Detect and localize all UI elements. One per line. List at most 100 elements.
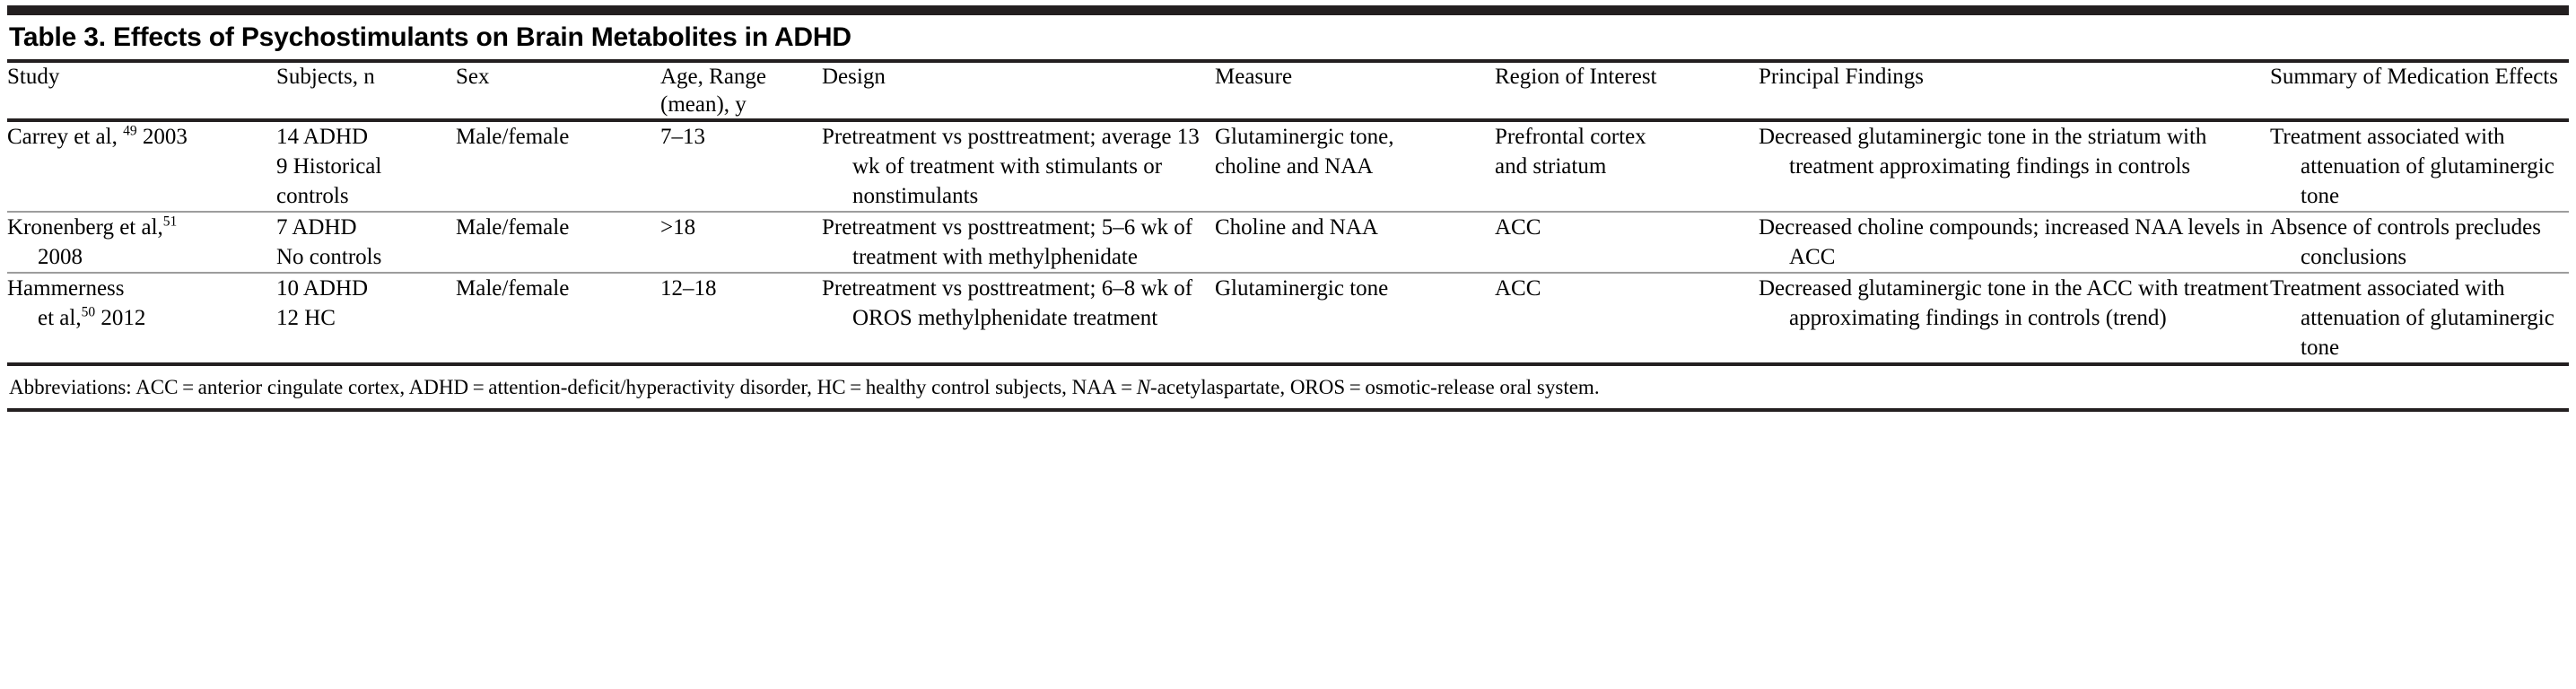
column-header-summary-label: Summary of Medication Effects xyxy=(2270,65,2558,89)
column-header-design-label: Design xyxy=(822,65,886,89)
cell-sex: Male/female xyxy=(456,120,660,213)
design-line: 6–8 wk of OROS xyxy=(852,276,1193,330)
findings-line: Decreased choline compounds; xyxy=(1759,215,2039,240)
summary-line: attenuation of glutaminergic xyxy=(2301,154,2554,179)
cell-subjects: 14 ADHD 9 Historical controls xyxy=(276,120,456,213)
table-top-rule xyxy=(7,5,2569,15)
cell-age: 7–13 xyxy=(660,120,822,213)
column-header-design: Design xyxy=(822,63,1215,122)
column-header-subjects: Subjects, n xyxy=(276,63,456,122)
summary-line: tone xyxy=(2301,184,2340,208)
column-header-summary-of-medication-effects: Summary of Medication Effects xyxy=(2270,63,2569,122)
column-header-subjects-label: Subjects, n xyxy=(276,65,375,89)
age-value: >18 xyxy=(660,215,696,240)
column-header-region-of-interest: Region of Interest xyxy=(1495,63,1759,122)
column-header-sex-label: Sex xyxy=(456,65,490,89)
footnote-text-part1: ACC = anterior cingulate cortex, ADHD = … xyxy=(135,376,1137,398)
findings-text: Decreased choline compounds; increased N… xyxy=(1759,213,2270,272)
column-header-principal-findings: Principal Findings xyxy=(1759,63,2270,122)
footnote-italic-N: N xyxy=(1136,376,1151,398)
subjects-line: 7 ADHD xyxy=(276,215,357,240)
findings-line: Decreased glutaminergic tone xyxy=(1759,276,2027,301)
findings-line: approximating findings in controls xyxy=(1789,306,2100,330)
cell-measure: Glutaminergic tone xyxy=(1215,273,1495,366)
design-line: Pretreatment vs xyxy=(822,125,963,149)
study-author: Hammerness xyxy=(7,276,125,301)
design-line: with methylphenidate xyxy=(942,245,1138,269)
findings-text: Decreased glutaminergic tone in the ACC … xyxy=(1759,274,2270,333)
summary-line: Absence of controls precludes xyxy=(2270,215,2541,240)
subjects-line: 9 Historical xyxy=(276,154,382,179)
cell-design: Pretreatment vs posttreatment; average 1… xyxy=(822,120,1215,213)
measure-line: choline and NAA xyxy=(1215,154,1374,179)
cell-principal-findings: Decreased choline compounds; increased N… xyxy=(1759,212,2270,274)
cell-sex: Male/female xyxy=(456,273,660,366)
study-year: 2012 xyxy=(95,306,146,330)
design-line: Pretreatment vs xyxy=(822,215,963,240)
summary-text: Treatment associated with attenuation of… xyxy=(2270,274,2569,362)
table-body: Carrey et al, 49 2003 14 ADHD 9 Historic… xyxy=(7,120,2569,366)
cell-summary: Treatment associated with attenuation of… xyxy=(2270,120,2569,213)
cell-measure: Glutaminergic tone, choline and NAA xyxy=(1215,120,1495,213)
cell-study: Hammerness et al,50 2012 xyxy=(7,273,276,366)
roi-line: ACC xyxy=(1495,276,1541,301)
table-row: Kronenberg et al,51 2008 7 ADHD No contr… xyxy=(7,212,2569,274)
cell-study: Carrey et al, 49 2003 xyxy=(7,120,276,213)
study-citation: et al,50 2012 xyxy=(7,303,276,333)
age-value: 12–18 xyxy=(660,276,717,301)
design-line: 5–6 wk of treatment xyxy=(852,215,1193,269)
column-header-age: Age, Range (mean), y xyxy=(660,63,822,122)
column-header-measure: Measure xyxy=(1215,63,1495,122)
footnote-label: Abbreviations: xyxy=(9,376,136,398)
subjects-line: 12 HC xyxy=(276,306,336,330)
measure-line: Choline and NAA xyxy=(1215,215,1378,240)
design-line: posttreatment; xyxy=(967,276,1096,301)
column-header-age-line1: Age, Range xyxy=(660,65,767,89)
cell-study: Kronenberg et al,51 2008 xyxy=(7,212,276,274)
table-row: Hammerness et al,50 2012 10 ADHD 12 HC M… xyxy=(7,273,2569,366)
summary-line: attenuation of glutaminergic xyxy=(2301,306,2554,330)
study-reference-marker: 50 xyxy=(81,304,96,320)
findings-line: approximating findings in controls xyxy=(1879,154,2191,179)
footnote-text-part2: -acetylaspartate, OROS = osmotic-release… xyxy=(1150,376,1600,398)
study-year: 2008 xyxy=(38,245,83,269)
summary-line: conclusions xyxy=(2301,245,2407,269)
column-header-study-label: Study xyxy=(7,65,60,89)
subjects-line: 10 ADHD xyxy=(276,276,369,301)
cell-principal-findings: Decreased glutaminergic tone in the stri… xyxy=(1759,120,2270,213)
design-line: posttreatment; average xyxy=(967,125,1172,149)
subjects-line: 14 ADHD xyxy=(276,125,369,149)
study-author: Kronenberg et al, xyxy=(7,215,163,240)
study-author-cont: et al, xyxy=(38,306,82,330)
design-line: posttreatment; xyxy=(967,215,1096,240)
findings-text: Decreased glutaminergic tone in the stri… xyxy=(1759,122,2270,181)
summary-text: Absence of controls precludes conclusion… xyxy=(2270,213,2569,272)
table-container: Table 3. Effects of Psychostimulants on … xyxy=(0,5,2576,689)
column-header-measure-label: Measure xyxy=(1215,65,1293,89)
design-line: nonstimulants xyxy=(852,184,979,208)
design-line: treatment xyxy=(1072,306,1158,330)
sex-value: Male/female xyxy=(456,276,570,301)
design-text: Pretreatment vs posttreatment; 6–8 wk of… xyxy=(822,274,1215,333)
measure-line: Glutaminergic tone xyxy=(1215,276,1389,301)
cell-design: Pretreatment vs posttreatment; 5–6 wk of… xyxy=(822,212,1215,274)
cell-age: 12–18 xyxy=(660,273,822,366)
summary-line: tone xyxy=(2301,336,2340,360)
table-header: Study Subjects, n Sex Age, Range (mean),… xyxy=(7,63,2569,122)
findings-line: (trend) xyxy=(2105,306,2167,330)
subjects-line: No controls xyxy=(276,245,382,269)
study-citation: Kronenberg et al,51 xyxy=(7,213,276,242)
roi-line: Prefrontal cortex xyxy=(1495,125,1646,149)
summary-text: Treatment associated with attenuation of… xyxy=(2270,122,2569,211)
findings-line: the striatum with treatment xyxy=(1789,125,2207,179)
cell-region-of-interest: ACC xyxy=(1495,212,1759,274)
study-year: 2003 xyxy=(136,125,188,149)
design-line: with stimulants or xyxy=(1000,154,1163,179)
cell-age: >18 xyxy=(660,212,822,274)
cell-principal-findings: Decreased glutaminergic tone in the ACC … xyxy=(1759,273,2270,366)
study-reference-marker: 51 xyxy=(162,214,178,230)
table-title: Table 3. Effects of Psychostimulants on … xyxy=(9,22,851,52)
age-value: 7–13 xyxy=(660,125,705,149)
sex-value: Male/female xyxy=(456,215,570,240)
column-header-sex: Sex xyxy=(456,63,660,122)
